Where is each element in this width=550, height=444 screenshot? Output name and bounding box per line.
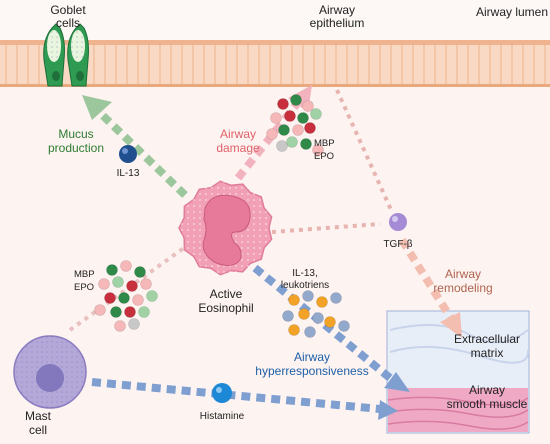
granule-cluster-top-icon xyxy=(266,94,324,156)
airway-epithelium xyxy=(0,40,550,87)
airway-lumen-label: Airway lumen xyxy=(476,5,548,19)
il13-label: IL-13 xyxy=(117,168,140,179)
mast-label-line2: cell xyxy=(29,423,47,437)
cytokine-cluster-icon xyxy=(282,290,350,338)
goblet-label-line2: cells xyxy=(56,16,80,30)
mast-label-line1: Mast xyxy=(25,409,52,423)
airway-lumen-area xyxy=(0,0,550,40)
histamine-molecule-icon xyxy=(212,383,232,403)
mucus-label-line2: production xyxy=(48,141,104,155)
epo-top-label: EPO xyxy=(314,151,334,162)
epithelium-label-line1: Airway xyxy=(319,3,355,17)
goblet-label-line1: Goblet xyxy=(50,3,86,17)
matrix-label-line1: Extracellular xyxy=(454,332,520,346)
mucus-arrow xyxy=(82,95,188,198)
remodel-label-line1: Airway xyxy=(445,267,481,281)
mucus-label-line1: Mucus xyxy=(58,127,93,141)
mbp-left-label: MBP xyxy=(74,269,95,280)
il13-leuk-label-line2: leukotriens xyxy=(281,280,329,291)
granule-cluster-left-icon xyxy=(94,260,158,332)
mbp-top-label: MBP xyxy=(314,138,335,149)
damage-label-line2: damage xyxy=(216,141,260,155)
epithelium-label-line2: epithelium xyxy=(310,16,365,30)
goblet-cell-icon xyxy=(43,23,89,87)
il13-molecule-icon xyxy=(119,145,137,163)
matrix-muscle-panel xyxy=(386,310,530,434)
hyper-label-line1: Airway xyxy=(294,350,330,364)
epithelium-tgf-arrow xyxy=(335,89,394,213)
histamine-arrow xyxy=(91,378,398,420)
histamine-label: Histamine xyxy=(200,411,245,422)
eosinophil-label-line1: Active xyxy=(210,287,243,301)
il13-leuk-label-line1: IL-13, xyxy=(292,268,318,279)
remodel-label-line2: remodeling xyxy=(433,281,492,295)
muscle-label-line1: Airway xyxy=(469,383,505,397)
epo-left-label: EPO xyxy=(74,282,94,293)
eosinophil-cell-icon xyxy=(178,180,273,276)
damage-label-line1: Airway xyxy=(220,127,256,141)
remodel-arrow xyxy=(398,237,462,338)
matrix-label-line2: matrix xyxy=(471,346,504,360)
muscle-label-line2: smooth muscle xyxy=(447,397,528,411)
mast-cell-icon xyxy=(13,335,87,409)
hyper-arrow xyxy=(252,264,410,392)
tgf-label: TGF-β xyxy=(383,239,412,250)
eosinophil-label-line2: Eosinophil xyxy=(198,301,253,315)
eos-tgf-arrow xyxy=(271,222,381,234)
hyper-label-line2: hyperresponsiveness xyxy=(255,364,368,378)
tgf-beta-molecule-icon xyxy=(389,213,407,231)
